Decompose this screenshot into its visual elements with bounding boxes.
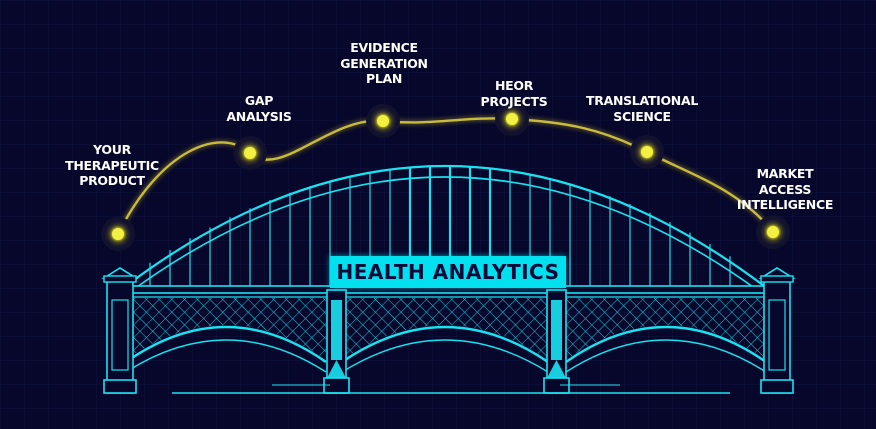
bridge-tower-left-base: [103, 379, 137, 394]
milestone-node-icon: [506, 113, 518, 125]
milestone-label: MARKET ACCESS INTELLIGENCE: [736, 166, 834, 212]
bridge-lower-arch-inner: [125, 339, 327, 373]
milestone-node-icon: [244, 147, 256, 159]
bridge-tower-right-base: [760, 379, 794, 394]
milestone-nodes: [101, 102, 790, 251]
bridge-arch-outer: [117, 164, 773, 293]
milestone-node-icon: [767, 226, 779, 238]
bridge-pier-left-wedge: [327, 360, 346, 378]
bridge-lower-arch: [565, 325, 767, 363]
bridge-lower-arch: [125, 325, 327, 363]
milestone-node-icon: [377, 115, 389, 127]
bridge-pier-right-panel: [551, 300, 562, 360]
milestone-label: YOUR THERAPEUTIC PRODUCT: [65, 142, 159, 188]
banner-title: HEALTH ANALYTICS: [336, 260, 560, 284]
bridge-lower-arch-inner: [341, 339, 549, 373]
bridge-lower-arch: [341, 325, 549, 363]
health-analytics-banner: HEALTH ANALYTICS: [330, 256, 566, 288]
milestone-label: TRANSLATIONAL SCIENCE: [586, 93, 698, 124]
bridge-pier-left-panel: [331, 300, 342, 360]
bridge-lower-arch-inner: [565, 339, 767, 373]
bridge-arch-inner: [129, 176, 761, 293]
bridge-pier-right-wedge: [547, 360, 566, 378]
milestone-label: GAP ANALYSIS: [226, 93, 292, 124]
bridge-tower-left: [106, 277, 134, 394]
milestone-node-icon: [112, 228, 124, 240]
milestone-node-icon: [641, 146, 653, 158]
bridge-lattice: [342, 298, 548, 360]
bridge-tower-right: [763, 277, 791, 394]
milestone-label: HEOR PROJECTS: [480, 78, 548, 109]
bridge-tower-right-window: [768, 299, 786, 371]
bridge-tower-right-cornice: [760, 275, 794, 283]
bridge-lattice: [566, 298, 766, 360]
bridge-tower-left-window: [111, 299, 129, 371]
bridge-tower-left-cornice: [103, 275, 137, 283]
bridge-lattice: [126, 298, 326, 360]
milestone-label: EVIDENCE GENERATION PLAN: [340, 40, 428, 86]
